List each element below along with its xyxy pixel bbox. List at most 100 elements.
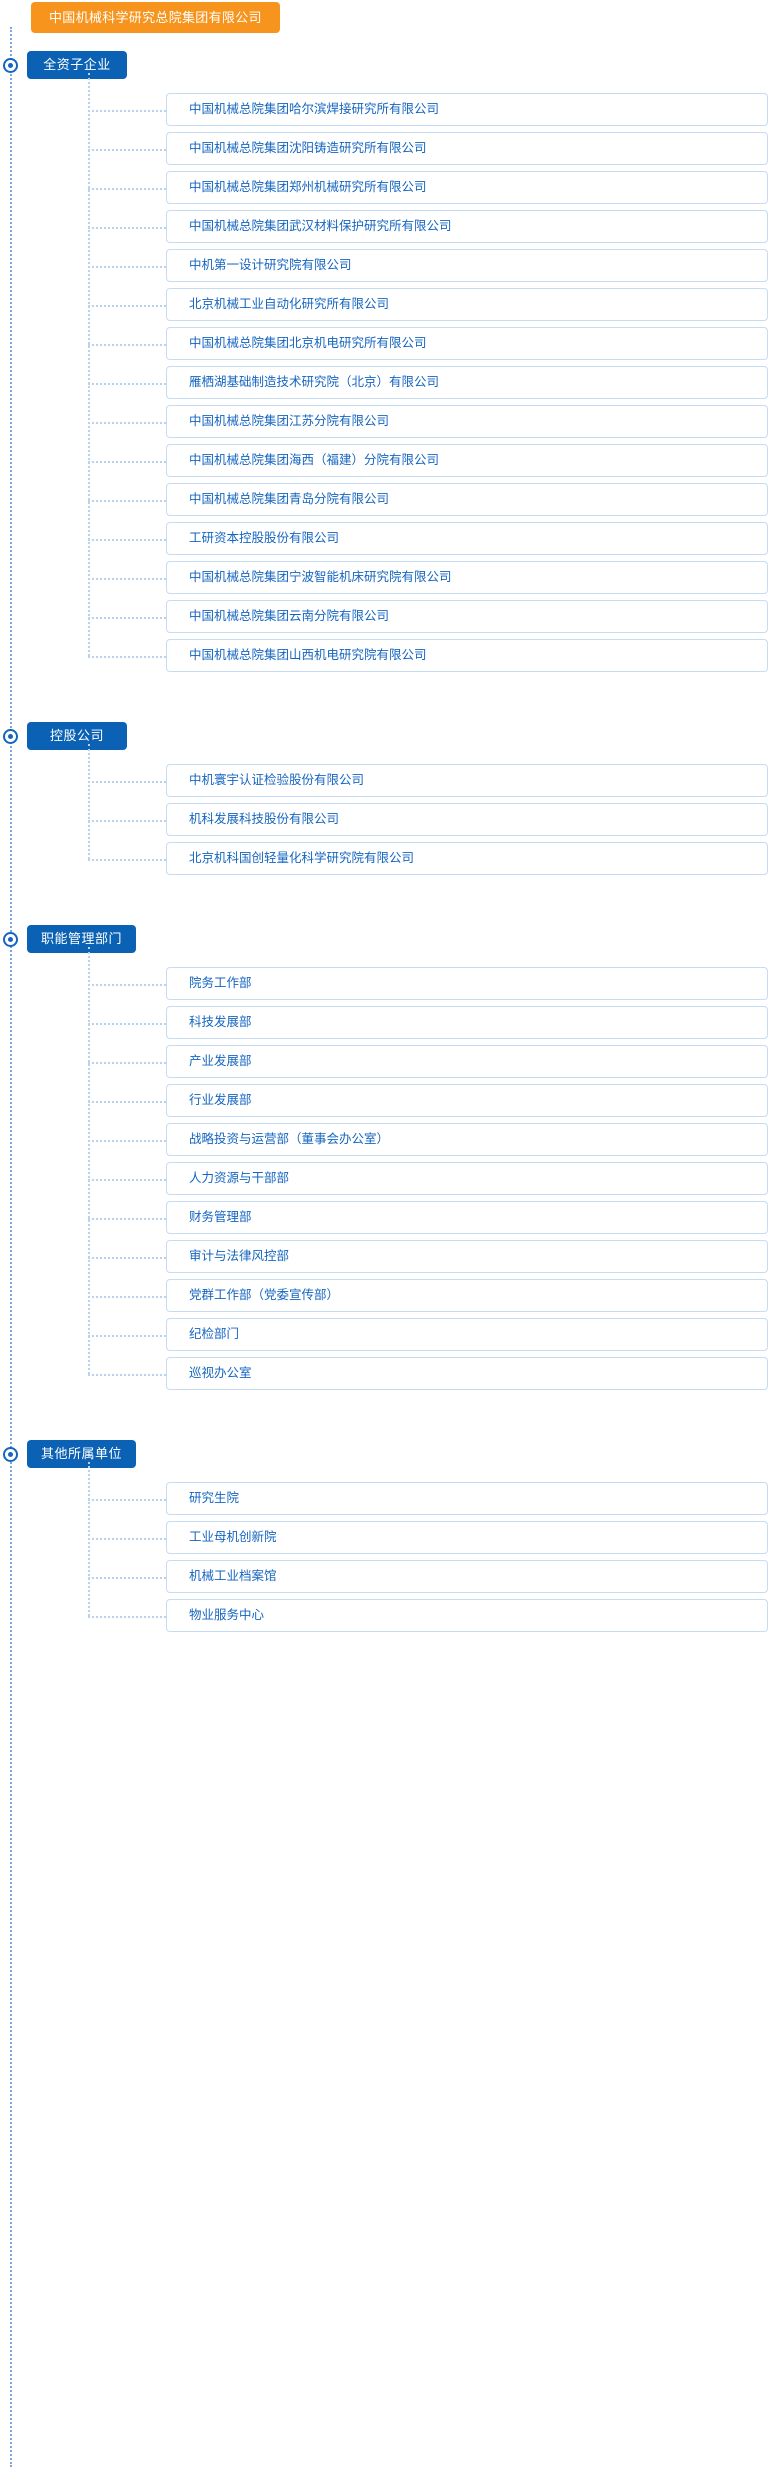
org-item: 中国机械总院集团青岛分院有限公司: [88, 481, 779, 520]
org-item: 北京机科国创轻量化科学研究院有限公司: [88, 840, 779, 879]
org-item-box[interactable]: 中国机械总院集团云南分院有限公司: [166, 600, 768, 633]
branch-horizontal-connector: [88, 1023, 166, 1025]
org-section: 全资子企业中国机械总院集团哈尔滨焊接研究所有限公司中国机械总院集团沈阳铸造研究所…: [0, 41, 779, 712]
org-item-box[interactable]: 北京机械工业自动化研究所有限公司: [166, 288, 768, 321]
org-item-box[interactable]: 中国机械总院集团江苏分院有限公司: [166, 405, 768, 438]
org-item: 审计与法律风控部: [88, 1238, 779, 1277]
org-item-box[interactable]: 审计与法律风控部: [166, 1240, 768, 1273]
org-item-box[interactable]: 工研资本控股股份有限公司: [166, 522, 768, 555]
org-item-box[interactable]: 雁栖湖基础制造技术研究院（北京）有限公司: [166, 366, 768, 399]
org-item: 巡视办公室: [88, 1355, 779, 1394]
branch-horizontal-connector: [88, 859, 166, 861]
node-dot-icon: [3, 932, 18, 947]
org-item: 产业发展部: [88, 1043, 779, 1082]
section-spacer: [0, 1636, 779, 1672]
branch-horizontal-connector: [88, 1616, 166, 1618]
branch-horizontal-connector: [88, 188, 166, 190]
org-item: 战略投资与运营部（董事会办公室）: [88, 1121, 779, 1160]
org-item-box[interactable]: 中机第一设计研究院有限公司: [166, 249, 768, 282]
org-section: 其他所属单位研究生院工业母机创新院机械工业档案馆物业服务中心: [0, 1430, 779, 1672]
section-header: 职能管理部门: [0, 915, 779, 965]
org-item: 中机寰宇认证检验股份有限公司: [88, 762, 779, 801]
org-item-box[interactable]: 党群工作部（党委宣传部）: [166, 1279, 768, 1312]
section-items: 研究生院工业母机创新院机械工业档案馆物业服务中心: [0, 1462, 779, 1636]
branch-horizontal-connector: [88, 1499, 166, 1501]
org-item-box[interactable]: 巡视办公室: [166, 1357, 768, 1390]
org-item-box[interactable]: 机科发展科技股份有限公司: [166, 803, 768, 836]
branch-horizontal-connector: [88, 1374, 166, 1376]
org-item-box[interactable]: 人力资源与干部部: [166, 1162, 768, 1195]
org-item-box[interactable]: 工业母机创新院: [166, 1521, 768, 1554]
org-item: 雁栖湖基础制造技术研究院（北京）有限公司: [88, 364, 779, 403]
org-item-box[interactable]: 中国机械总院集团沈阳铸造研究所有限公司: [166, 132, 768, 165]
org-item-box[interactable]: 中国机械总院集团武汉材料保护研究所有限公司: [166, 210, 768, 243]
branch-horizontal-connector: [88, 539, 166, 541]
branch-horizontal-connector: [88, 1101, 166, 1103]
org-item-box[interactable]: 产业发展部: [166, 1045, 768, 1078]
org-item-box[interactable]: 研究生院: [166, 1482, 768, 1515]
section-title-0[interactable]: 全资子企业: [27, 51, 127, 79]
org-item-box[interactable]: 机械工业档案馆: [166, 1560, 768, 1593]
section-spacer: [0, 1394, 779, 1430]
section-title-1[interactable]: 控股公司: [27, 722, 127, 750]
root-node-company[interactable]: 中国机械科学研究总院集团有限公司: [31, 2, 280, 33]
branch-horizontal-connector: [88, 1296, 166, 1298]
branch-horizontal-connector: [88, 305, 166, 307]
org-item-box[interactable]: 战略投资与运营部（董事会办公室）: [166, 1123, 768, 1156]
org-item: 中机第一设计研究院有限公司: [88, 247, 779, 286]
org-item-box[interactable]: 北京机科国创轻量化科学研究院有限公司: [166, 842, 768, 875]
section-items: 中机寰宇认证检验股份有限公司机科发展科技股份有限公司北京机科国创轻量化科学研究院…: [0, 744, 779, 879]
org-item: 中国机械总院集团山西机电研究院有限公司: [88, 637, 779, 676]
branch-horizontal-connector: [88, 500, 166, 502]
org-item-box[interactable]: 物业服务中心: [166, 1599, 768, 1632]
section-items: 院务工作部科技发展部产业发展部行业发展部战略投资与运营部（董事会办公室） 人力资源…: [0, 947, 779, 1394]
section-title-3[interactable]: 其他所属单位: [27, 1440, 137, 1468]
main-vertical-connector: [10, 27, 12, 2467]
branch-horizontal-connector: [88, 227, 166, 229]
org-item-box[interactable]: 财务管理部: [166, 1201, 768, 1234]
org-item-box[interactable]: 中国机械总院集团北京机电研究所有限公司: [166, 327, 768, 360]
branch-horizontal-connector: [88, 578, 166, 580]
org-section: 职能管理部门院务工作部科技发展部产业发展部行业发展部战略投资与运营部（董事会办公…: [0, 915, 779, 1430]
org-item: 物业服务中心: [88, 1597, 779, 1636]
org-item-box[interactable]: 纪检部门: [166, 1318, 768, 1351]
section-title-2[interactable]: 职能管理部门: [27, 925, 137, 953]
org-item-box[interactable]: 中国机械总院集团哈尔滨焊接研究所有限公司: [166, 93, 768, 126]
org-item: 院务工作部: [88, 965, 779, 1004]
branch-horizontal-connector: [88, 266, 166, 268]
org-item-box[interactable]: 中国机械总院集团海西（福建）分院有限公司: [166, 444, 768, 477]
org-item: 中国机械总院集团海西（福建）分院有限公司: [88, 442, 779, 481]
branch-horizontal-connector: [88, 344, 166, 346]
org-item: 工业母机创新院: [88, 1519, 779, 1558]
section-spacer: [0, 879, 779, 915]
org-item: 人力资源与干部部: [88, 1160, 779, 1199]
org-item-box[interactable]: 行业发展部: [166, 1084, 768, 1117]
org-item-box[interactable]: 院务工作部: [166, 967, 768, 1000]
org-item: 纪检部门: [88, 1316, 779, 1355]
org-item: 行业发展部: [88, 1082, 779, 1121]
org-item-box[interactable]: 中国机械总院集团宁波智能机床研究院有限公司: [166, 561, 768, 594]
org-item-box[interactable]: 中国机械总院集团郑州机械研究所有限公司: [166, 171, 768, 204]
branch-horizontal-connector: [88, 461, 166, 463]
section-header: 全资子企业: [0, 41, 779, 91]
org-item: 北京机械工业自动化研究所有限公司: [88, 286, 779, 325]
org-item-box[interactable]: 中国机械总院集团青岛分院有限公司: [166, 483, 768, 516]
org-item: 中国机械总院集团江苏分院有限公司: [88, 403, 779, 442]
branch-vertical-connector: [88, 744, 90, 859]
section-spacer: [0, 676, 779, 712]
branch-horizontal-connector: [88, 781, 166, 783]
branch-horizontal-connector: [88, 422, 166, 424]
org-item-box[interactable]: 中国机械总院集团山西机电研究院有限公司: [166, 639, 768, 672]
org-item: 中国机械总院集团武汉材料保护研究所有限公司: [88, 208, 779, 247]
branch-horizontal-connector: [88, 149, 166, 151]
section-header: 控股公司: [0, 712, 779, 762]
node-dot-icon: [3, 729, 18, 744]
org-item: 中国机械总院集团郑州机械研究所有限公司: [88, 169, 779, 208]
org-item: 研究生院: [88, 1480, 779, 1519]
branch-vertical-connector: [88, 947, 90, 1374]
branch-vertical-connector: [88, 73, 90, 656]
org-item-box[interactable]: 中机寰宇认证检验股份有限公司: [166, 764, 768, 797]
branch-horizontal-connector: [88, 1140, 166, 1142]
org-item-box[interactable]: 科技发展部: [166, 1006, 768, 1039]
org-item: 财务管理部: [88, 1199, 779, 1238]
